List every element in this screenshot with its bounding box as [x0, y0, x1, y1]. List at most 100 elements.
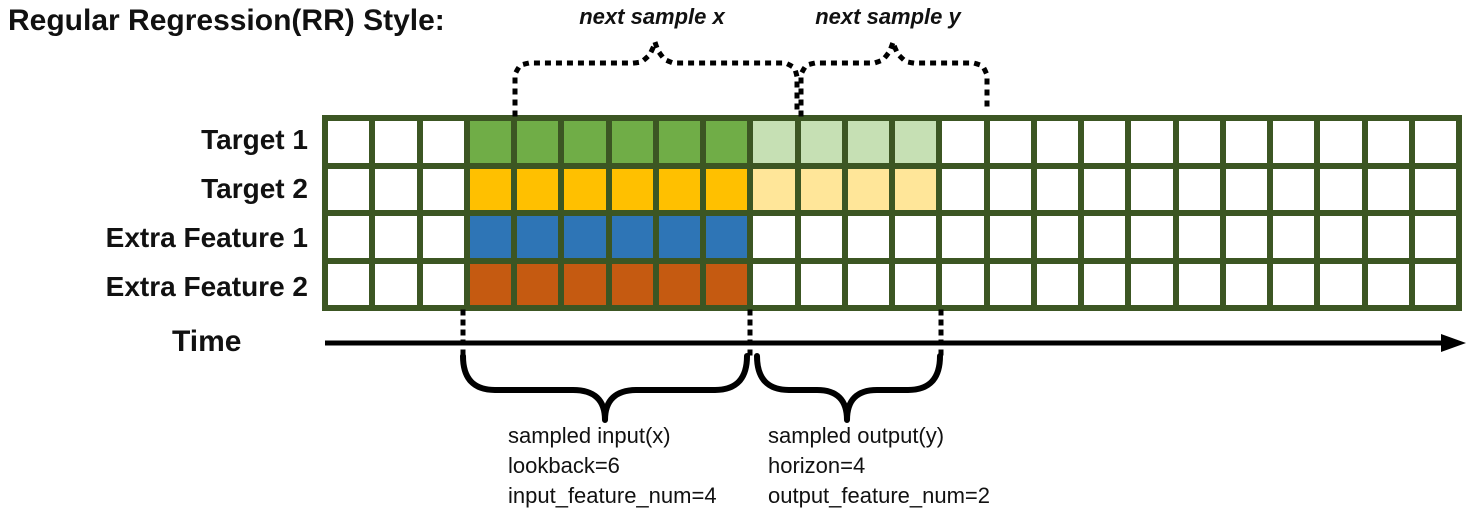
grid-cell — [375, 216, 417, 258]
grid-cell — [1084, 263, 1126, 305]
grid-cell — [1036, 216, 1078, 258]
grid-cell — [706, 263, 748, 305]
grid-cell — [328, 121, 370, 163]
sampled-output-annotation: sampled output(y) horizon=4 output_featu… — [768, 421, 990, 511]
grid-cell — [658, 263, 700, 305]
grid-cell — [1084, 216, 1126, 258]
row-label-extra-feature-2: Extra Feature 2 — [105, 270, 308, 302]
grid-cell — [895, 168, 937, 210]
grid-cell — [328, 216, 370, 258]
grid-cell — [611, 121, 653, 163]
diagram-title: Regular Regression(RR) Style: — [8, 4, 445, 37]
grid-cell — [517, 216, 559, 258]
grid-cell — [1178, 168, 1220, 210]
grid-cell — [1225, 168, 1267, 210]
grid-cell — [1178, 216, 1220, 258]
grid-cell — [1273, 168, 1315, 210]
grid-cell — [1367, 216, 1409, 258]
grid-cell — [611, 263, 653, 305]
grid-cell — [1414, 121, 1456, 163]
grid-cell — [469, 263, 511, 305]
grid-cell — [1036, 168, 1078, 210]
grid-cell — [658, 121, 700, 163]
grid-cell — [517, 263, 559, 305]
grid-cell — [469, 216, 511, 258]
time-axis-arrowhead — [1441, 334, 1466, 352]
grid-cell — [1273, 263, 1315, 305]
grid-cell — [1320, 168, 1362, 210]
grid-cell — [564, 216, 606, 258]
grid-cell — [1320, 263, 1362, 305]
grid-cell — [895, 121, 937, 163]
next-sample-x-brace — [512, 32, 800, 117]
grid-cell — [706, 216, 748, 258]
grid-cell — [706, 168, 748, 210]
grid-cell — [989, 216, 1031, 258]
grid-cell — [895, 263, 937, 305]
grid-cell — [942, 121, 984, 163]
row-labels: Target 1 Target 2 Extra Feature 1 Extra … — [0, 115, 312, 311]
grid-cell — [1036, 121, 1078, 163]
horizon-value: horizon=4 — [768, 453, 866, 478]
sampled-input-title: sampled input(x) — [508, 423, 671, 448]
grid-cell — [328, 168, 370, 210]
lookback-value: lookback=6 — [508, 453, 620, 478]
grid-cell — [847, 263, 889, 305]
sampled-input-annotation: sampled input(x) lookback=6 input_featur… — [508, 421, 717, 511]
grid-cell — [989, 263, 1031, 305]
grid-cell — [800, 263, 842, 305]
grid-cell — [847, 121, 889, 163]
grid-cell — [706, 121, 748, 163]
grid-cell — [517, 121, 559, 163]
grid-cell — [1414, 263, 1456, 305]
grid-cell — [1414, 168, 1456, 210]
next-sample-y-label: next sample y — [815, 4, 961, 29]
grid-cell — [422, 216, 464, 258]
grid-cell — [658, 216, 700, 258]
grid-cell — [469, 168, 511, 210]
grid-cell — [1225, 216, 1267, 258]
grid-cell — [1225, 263, 1267, 305]
grid-cell — [611, 216, 653, 258]
next-sample-x-label: next sample x — [579, 4, 725, 29]
grid-cell — [611, 168, 653, 210]
grid-cell — [1131, 216, 1173, 258]
grid-cell — [564, 168, 606, 210]
grid-cell — [564, 263, 606, 305]
time-axis-label: Time — [172, 325, 242, 358]
grid-cell — [375, 121, 417, 163]
sampled-output-brace — [754, 353, 943, 423]
grid-cell — [422, 263, 464, 305]
grid-cell — [469, 121, 511, 163]
grid-cell — [328, 263, 370, 305]
grid-cell — [895, 216, 937, 258]
grid-cell — [1131, 263, 1173, 305]
next-sample-y-brace — [798, 32, 990, 117]
row-label-target-1: Target 1 — [201, 123, 308, 155]
grid-cell — [1084, 121, 1126, 163]
grid-cell — [1036, 263, 1078, 305]
sample-grid — [322, 115, 1462, 311]
grid-cell — [753, 216, 795, 258]
grid-cell — [564, 121, 606, 163]
grid-cell — [989, 168, 1031, 210]
grid-cell — [1273, 216, 1315, 258]
grid-cell — [847, 168, 889, 210]
grid-cell — [753, 121, 795, 163]
input-feature-num-value: input_feature_num=4 — [508, 483, 717, 508]
grid-cell — [1367, 121, 1409, 163]
grid-cell — [1273, 121, 1315, 163]
grid-cell — [753, 168, 795, 210]
grid-cell — [800, 121, 842, 163]
grid-cell — [1320, 121, 1362, 163]
grid-cell — [517, 168, 559, 210]
grid-cell — [375, 168, 417, 210]
grid-cell — [989, 121, 1031, 163]
grid-cell — [375, 263, 417, 305]
grid-cell — [942, 263, 984, 305]
grid-cell — [1367, 263, 1409, 305]
row-label-extra-feature-1: Extra Feature 1 — [105, 221, 308, 253]
grid-cell — [800, 168, 842, 210]
grid-cell — [658, 168, 700, 210]
